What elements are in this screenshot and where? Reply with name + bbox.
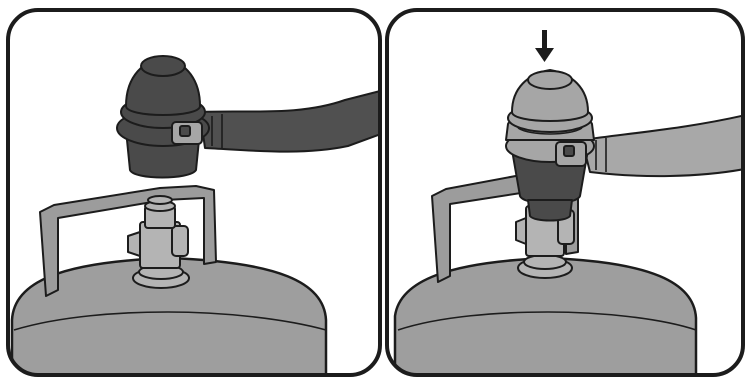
left-panel (8, 10, 392, 377)
left-gas-cylinder (12, 258, 326, 377)
right-panel (387, 10, 748, 377)
